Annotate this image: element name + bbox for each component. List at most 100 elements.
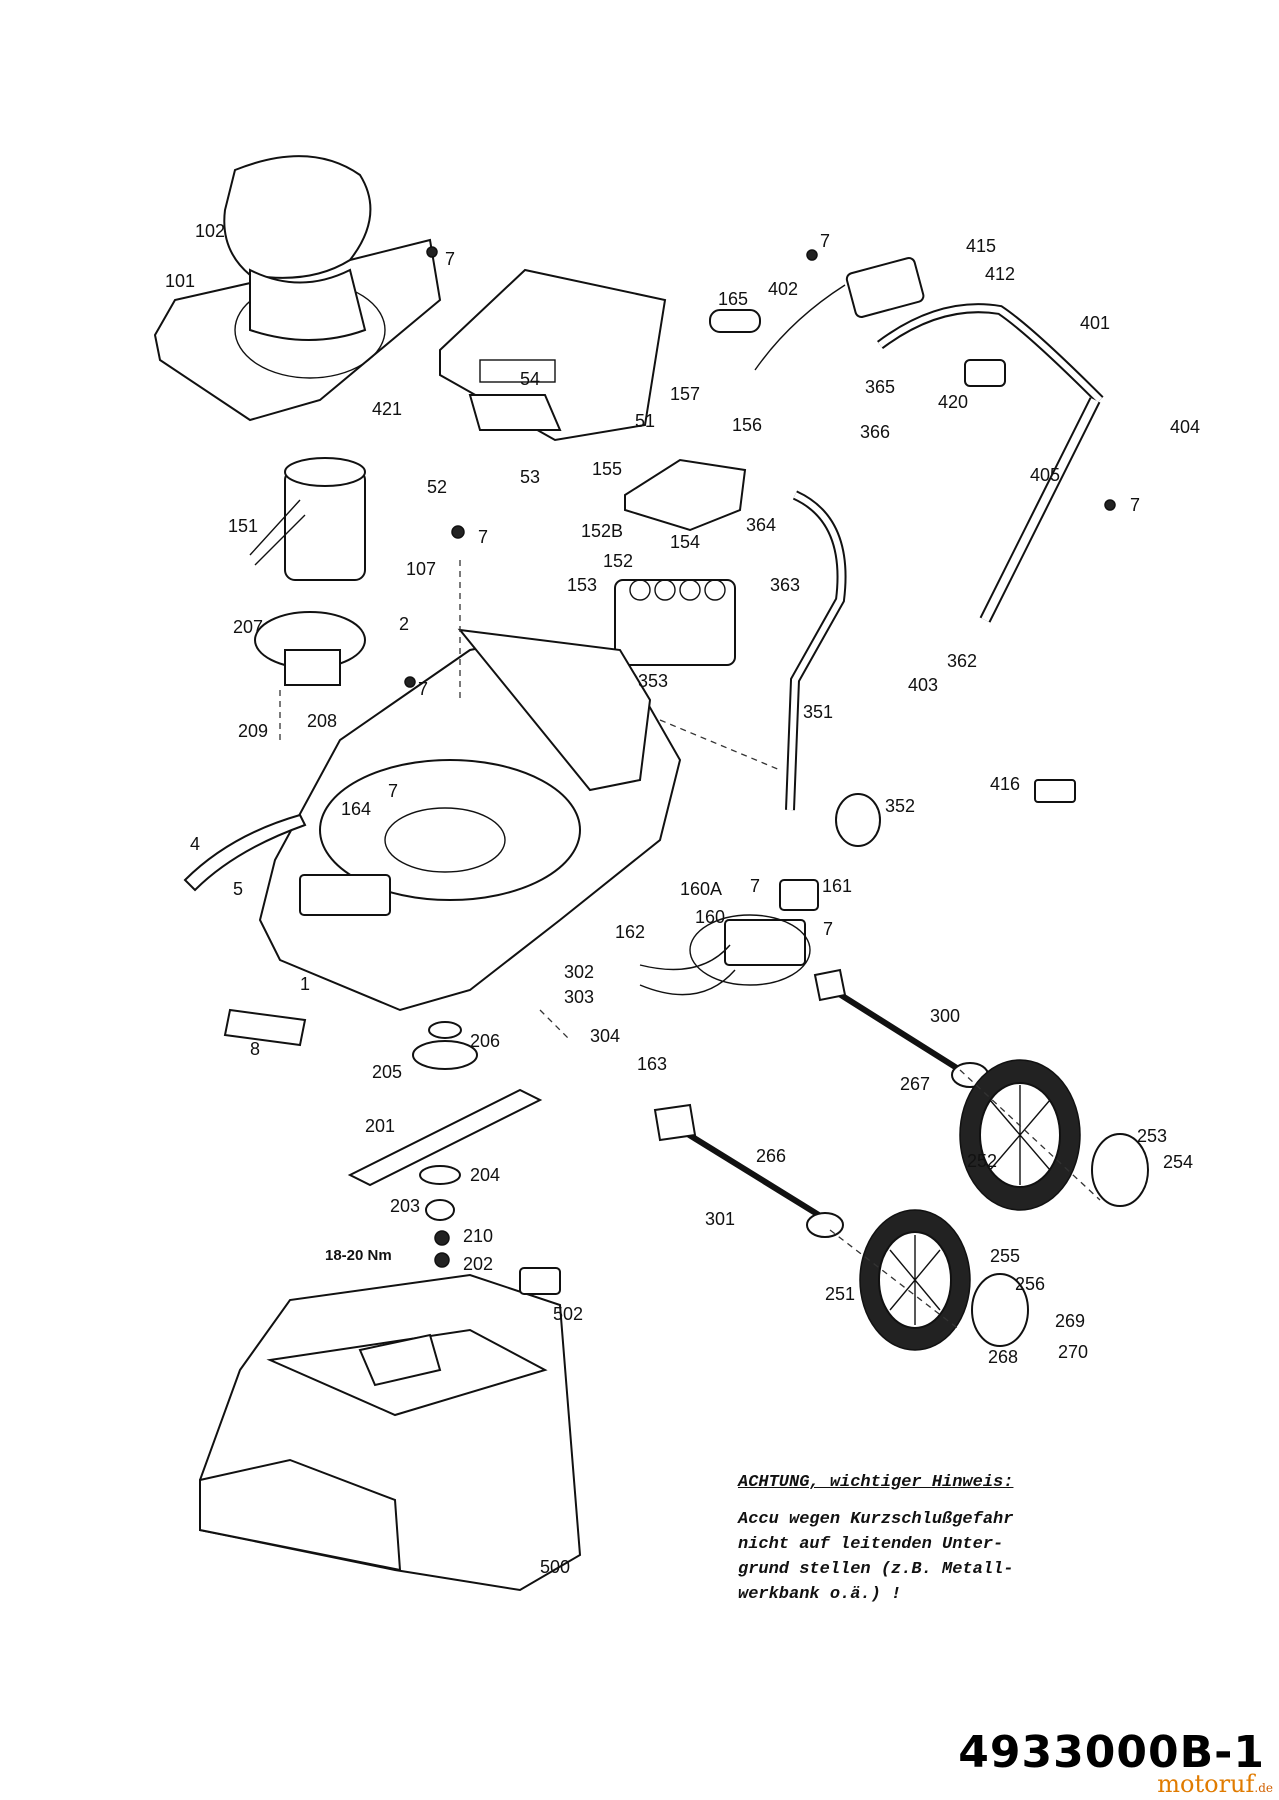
flap-8 (223, 1008, 307, 1047)
part-label: 1 (300, 974, 311, 994)
part-label: 205 (372, 1062, 403, 1082)
part-label: 401 (1080, 313, 1111, 333)
part-502 (519, 1267, 561, 1295)
assembly-line (539, 1009, 571, 1041)
part-label: 420 (938, 392, 969, 412)
part-label: 364 (746, 515, 777, 535)
part-label: 202 (463, 1254, 494, 1274)
part-label: 209 (238, 721, 269, 741)
part-label: 7 (445, 249, 456, 269)
mower-deck-1 (258, 628, 682, 1012)
screw-7-e (404, 676, 416, 688)
part-label: 256 (1015, 1274, 1046, 1294)
part-label: 107 (406, 559, 437, 579)
part-label: 155 (592, 459, 623, 479)
part-label: 366 (860, 422, 891, 442)
part-label: 7 (388, 781, 399, 801)
part-label: 4 (190, 834, 201, 854)
part-label: 253 (1137, 1126, 1168, 1146)
part-label: 156 (732, 415, 763, 435)
part-label: 7 (1130, 495, 1141, 515)
part-label: 207 (233, 617, 264, 637)
part-label: 500 (540, 1557, 571, 1577)
part-label: 252 (967, 1151, 998, 1171)
part-label: 157 (670, 384, 701, 404)
part-label: 7 (823, 919, 834, 939)
handle-401 (877, 303, 1104, 623)
document-number: 4933000B-1 (958, 1727, 1265, 1778)
knob-352 (835, 793, 881, 847)
warning-line: grund stellen (z.B. Metall- (738, 1560, 1014, 1579)
part-label: 303 (564, 987, 595, 1007)
part-label: 54 (520, 369, 541, 389)
part-label: 352 (885, 796, 916, 816)
part-label: 402 (768, 279, 799, 299)
cable-165 (709, 309, 761, 333)
side-trim-4 (183, 813, 307, 892)
part-label: 160 (695, 907, 726, 927)
warning-heading: ACHTUNG, wichtiger Hinweis: (738, 1473, 1014, 1492)
assembly-line (829, 1229, 961, 1331)
part-label: 353 (638, 671, 669, 691)
lower-handle-351 (785, 490, 847, 811)
part-label: 152 (603, 551, 634, 571)
part-label: 7 (820, 231, 831, 251)
screw-7-b (806, 249, 818, 261)
assembly-line (959, 1069, 1101, 1201)
control-unit-160 (639, 879, 819, 996)
knob-420 (964, 359, 1006, 387)
part-label: 201 (365, 1116, 396, 1136)
watermark-suffix: .de (1254, 1781, 1273, 1795)
part-label: 7 (750, 876, 761, 896)
part-label: 300 (930, 1006, 961, 1026)
switch-box-402 (754, 257, 925, 371)
part-label: 161 (822, 876, 853, 896)
battery-pack-152 (614, 579, 736, 666)
warning-line: nicht auf leitenden Unter- (738, 1535, 1004, 1554)
part-label: 301 (705, 1209, 736, 1229)
part-label: 268 (988, 1347, 1019, 1367)
wheel-252 (959, 1059, 1149, 1211)
part-label: 162 (615, 922, 646, 942)
part-label: 7 (478, 527, 489, 547)
grass-catcher-500 (199, 1273, 582, 1592)
part-label: 7 (418, 679, 429, 699)
part-416 (1034, 779, 1076, 803)
front-axle-301 (653, 1103, 844, 1238)
part-label: 101 (165, 271, 196, 291)
part-label: 152B (581, 521, 624, 541)
part-label: 269 (1055, 1311, 1086, 1331)
part-label: 266 (756, 1146, 787, 1166)
part-label: 163 (637, 1054, 668, 1074)
part-label: 254 (1163, 1152, 1194, 1172)
warning-line: Accu wegen Kurzschlußgefahr (738, 1510, 1014, 1529)
part-label: 363 (770, 575, 801, 595)
motor-mount-207 (254, 611, 366, 686)
part-label: 165 (718, 289, 749, 309)
part-label: 164 (341, 799, 372, 819)
part-label: 415 (966, 236, 997, 256)
part-label: 403 (908, 675, 939, 695)
part-label: 351 (803, 702, 834, 722)
part-label: 203 (390, 1196, 421, 1216)
part-label: 5 (233, 879, 244, 899)
part-label: 208 (307, 711, 338, 731)
part-label: 365 (865, 377, 896, 397)
catcher-lid-102 (223, 155, 372, 341)
part-label: 362 (947, 651, 978, 671)
warning-line: werkbank o.ä.) ! (738, 1585, 902, 1604)
part-label: 270 (1058, 1342, 1089, 1362)
part-label: 251 (825, 1284, 856, 1304)
part-label: 404 (1170, 417, 1201, 437)
part-label: 8 (250, 1039, 261, 1059)
part-label: 416 (990, 774, 1021, 794)
blade-201 (347, 1021, 543, 1268)
rear-flap-51 (439, 268, 667, 442)
warning-note: ACHTUNG, wichtiger Hinweis: Accu wegen K… (738, 1470, 1158, 1607)
part-label: 53 (520, 467, 541, 487)
part-label: 412 (985, 264, 1016, 284)
part-label: 102 (195, 221, 226, 241)
watermark: motoruf.de (1157, 1770, 1273, 1798)
motor-151 (249, 457, 366, 581)
